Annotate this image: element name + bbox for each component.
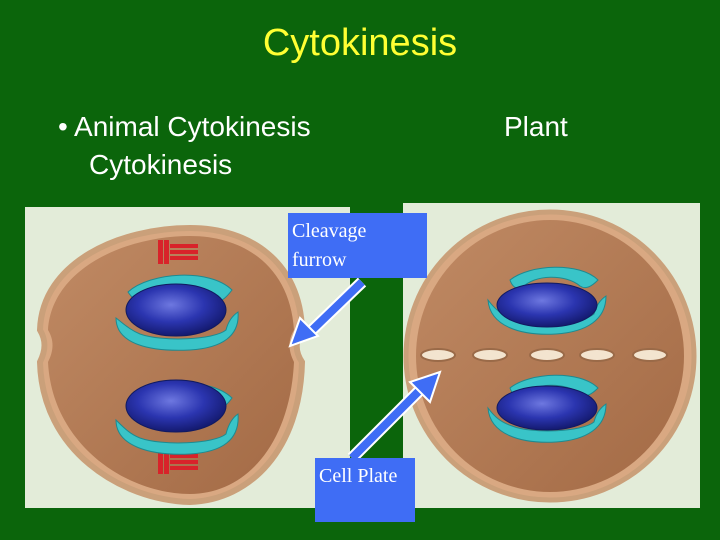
cleavage-furrow-callout: Cleavage furrow bbox=[288, 213, 427, 278]
plant-cell bbox=[403, 209, 697, 503]
centriole-bottom bbox=[158, 450, 198, 474]
cell-plate-vesicle bbox=[420, 348, 456, 362]
spindle-envelope-bottom-lower bbox=[115, 413, 239, 455]
plant-nucleus-top bbox=[496, 282, 598, 328]
slide-title: Cytokinesis bbox=[262, 22, 458, 64]
animal-cytokinesis-label: Animal Cytokinesis bbox=[74, 111, 311, 142]
cell-plate bbox=[420, 348, 668, 362]
cell-plate-callout: Cell Plate bbox=[315, 458, 415, 522]
cell-plate-vesicle bbox=[632, 348, 668, 362]
cleavage-arrow bbox=[288, 277, 367, 348]
spindle-envelope-top-lower bbox=[115, 311, 239, 351]
plant-spindle-bottom-lower bbox=[487, 403, 607, 443]
animal-cell bbox=[36, 224, 306, 506]
cell-plate-vesicle bbox=[529, 348, 565, 362]
bullet-line-1: • Animal Cytokinesis bbox=[58, 108, 311, 146]
cell-plate-arrow bbox=[347, 370, 442, 463]
centriole-top bbox=[158, 240, 198, 264]
bullet-marker: • bbox=[58, 111, 68, 142]
nucleus-top bbox=[125, 283, 227, 337]
cell-plate-vesicle bbox=[472, 348, 508, 362]
bullet-line-2: Cytokinesis bbox=[89, 149, 233, 180]
plant-label: Plant bbox=[504, 111, 568, 142]
nucleus-bottom bbox=[125, 379, 227, 433]
bullet-text: • Animal Cytokinesis Cytokinesis bbox=[58, 108, 311, 184]
cell-plate-vesicle bbox=[579, 348, 615, 362]
plant-nucleus-bottom bbox=[496, 385, 598, 431]
